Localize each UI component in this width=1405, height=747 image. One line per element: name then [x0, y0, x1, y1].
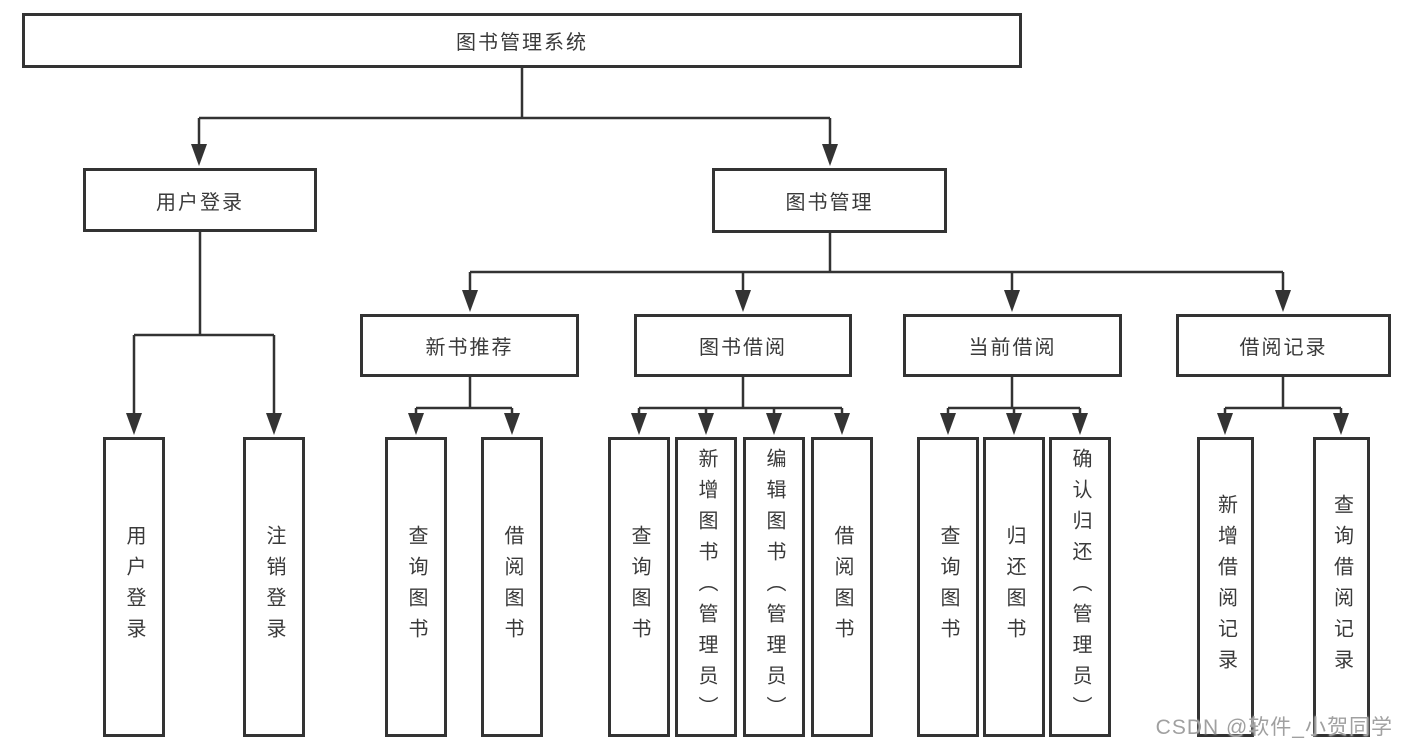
leaf-current-query-books: 查询图书: [917, 437, 979, 737]
leaf-records-add-record: 新增借阅记录: [1197, 437, 1254, 737]
leaf-borrowing-add-books-admin: 新增图书（管理员）: [675, 437, 737, 737]
node-root-system: 图书管理系统: [22, 13, 1022, 68]
node-book-borrowing: 图书借阅: [634, 314, 852, 377]
node-user-login: 用户登录: [83, 168, 317, 232]
leaf-current-confirm-return-admin: 确认归还（管理员）: [1049, 437, 1111, 737]
leaf-recommend-borrow-books: 借阅图书: [481, 437, 543, 737]
leaf-current-return-books: 归还图书: [983, 437, 1045, 737]
leaf-borrowing-query-books: 查询图书: [608, 437, 670, 737]
leaf-borrowing-edit-books-admin: 编辑图书（管理员）: [743, 437, 805, 737]
node-borrowing-records: 借阅记录: [1176, 314, 1391, 377]
node-book-management: 图书管理: [712, 168, 947, 233]
node-new-book-recommendation: 新书推荐: [360, 314, 579, 377]
csdn-watermark: CSDN @软件_小贺同学: [1155, 716, 1393, 739]
leaf-recommend-query-books: 查询图书: [385, 437, 447, 737]
node-current-borrowing: 当前借阅: [903, 314, 1122, 377]
leaf-logout: 注销登录: [243, 437, 305, 737]
leaf-borrowing-borrow-books: 借阅图书: [811, 437, 873, 737]
leaf-user-login: 用户登录: [103, 437, 165, 737]
leaf-records-query-record: 查询借阅记录: [1313, 437, 1370, 737]
